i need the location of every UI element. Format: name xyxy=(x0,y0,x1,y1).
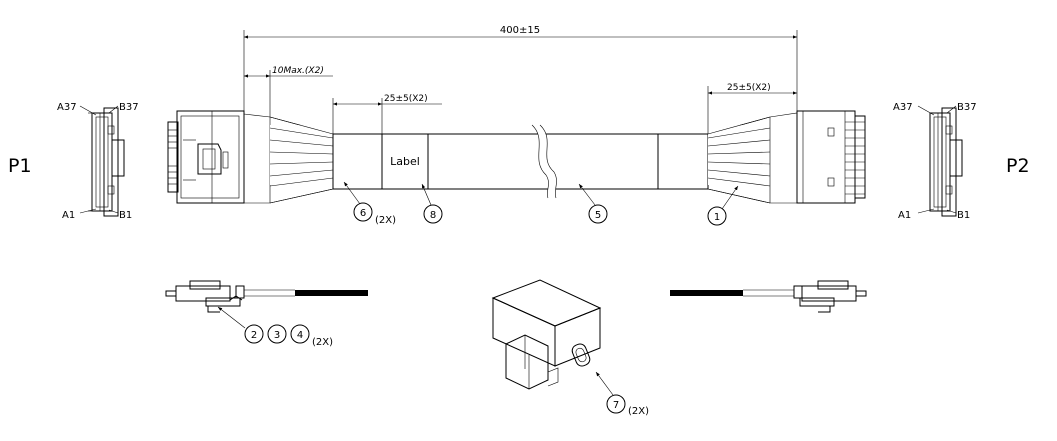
pin-label-a37-right: A37 xyxy=(893,102,913,113)
left-sleeve-dimension: 25±5(X2) xyxy=(332,94,442,134)
plug-label-p1: P1 xyxy=(8,155,32,177)
balloon-1: 1 xyxy=(707,185,739,226)
right-main-connector xyxy=(796,110,866,204)
cable-label-text: Label xyxy=(390,155,420,168)
left-heat-shrink-sleeve xyxy=(332,133,383,190)
pin-label-b1-left: B1 xyxy=(119,210,132,221)
pin-label-b37-left: B37 xyxy=(119,102,139,113)
length-break-symbol xyxy=(532,125,557,198)
pin-label-a1-right: A1 xyxy=(898,210,911,221)
right-sleeve-text: 25±5(X2) xyxy=(727,83,771,93)
pin-label-a1-left: A1 xyxy=(62,210,75,221)
right-heat-shrink-sleeve xyxy=(657,133,709,190)
balloon-2-number: 2 xyxy=(251,330,257,341)
balloon-5-number: 5 xyxy=(595,210,601,221)
right-fanout-wires xyxy=(707,112,798,204)
right-pin-view-connector xyxy=(929,107,963,217)
balloon-8: 8 xyxy=(421,183,443,224)
left-sleeve-text: 25±5(X2) xyxy=(384,94,428,104)
left-terminal-side-view xyxy=(165,280,368,313)
pin-label-a37-left: A37 xyxy=(57,102,77,113)
balloons-234-qty: (2X) xyxy=(312,337,333,348)
balloon-7: 7 (2X) xyxy=(595,371,649,417)
balloon-6-qty: (2X) xyxy=(375,215,396,226)
strip-length-dimension: 10Max.(X2) xyxy=(244,66,333,117)
pin-label-b37-right: B37 xyxy=(957,102,977,113)
balloon-3-number: 3 xyxy=(274,330,280,341)
pin-label-b1-right: B1 xyxy=(957,210,970,221)
overall-length-text: 400±15 xyxy=(500,25,540,36)
right-sleeve-dimension: 25±5(X2) xyxy=(707,83,797,134)
left-fanout-wires xyxy=(243,113,334,204)
overall-length-dimension: 400±15 xyxy=(243,25,798,111)
cable-label-box xyxy=(381,133,429,190)
balloon-8-number: 8 xyxy=(430,210,436,221)
balloon-1-number: 1 xyxy=(714,212,720,223)
left-main-connector xyxy=(167,110,245,204)
balloon-6: 6 (2X) xyxy=(343,181,396,226)
right-terminal-side-view xyxy=(670,280,867,313)
balloon-6-number: 6 xyxy=(360,208,366,219)
balloons-2-3-4: 2 3 4 (2X) xyxy=(217,306,333,348)
left-pin-view-connector xyxy=(88,107,125,217)
balloon-4-number: 4 xyxy=(297,330,303,341)
strip-length-text: 10Max.(X2) xyxy=(272,66,324,76)
balloon-5: 5 xyxy=(578,183,608,224)
balloon-7-qty: (2X) xyxy=(628,406,649,417)
connector-hood-isometric xyxy=(491,279,602,390)
plug-label-p2: P2 xyxy=(1006,155,1030,177)
balloon-7-number: 7 xyxy=(613,400,619,411)
